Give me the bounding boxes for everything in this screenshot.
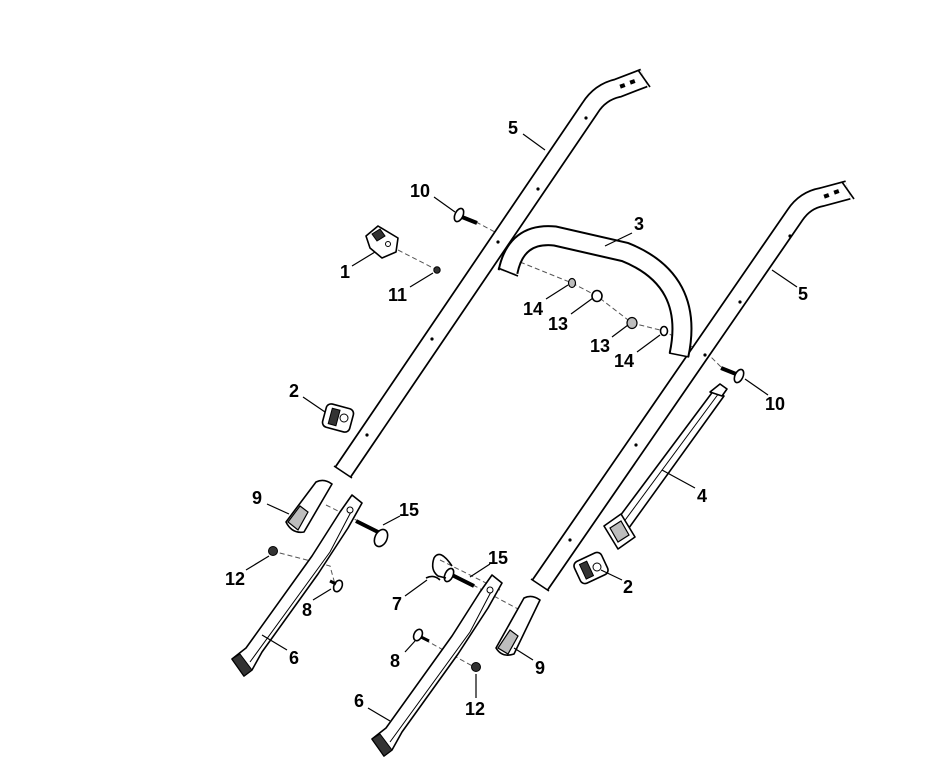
- bolt-left: [453, 207, 478, 225]
- sleeve-left: [285, 479, 333, 534]
- lower-handle-right: [371, 574, 503, 757]
- knob-left: [321, 403, 355, 433]
- washer-right: [659, 325, 669, 337]
- nut-left: [268, 546, 278, 556]
- rail: [603, 383, 728, 550]
- callout-rail: 4: [697, 486, 707, 506]
- crossbar: [497, 225, 693, 358]
- callout-screw-right: 8: [390, 651, 400, 671]
- carriage-bolt-left: [355, 519, 389, 548]
- callout-spacer-right: 13: [590, 336, 610, 356]
- clip: [425, 553, 453, 581]
- bracket: [365, 225, 399, 259]
- washer-left: [567, 277, 577, 289]
- callout-bolt-right: 10: [765, 394, 785, 414]
- sleeve-right: [495, 595, 541, 656]
- callout-sleeve-right: 9: [535, 658, 545, 678]
- spacer-left: [591, 289, 603, 303]
- callout-nut-right: 12: [465, 699, 485, 719]
- callout-spacer-left: 13: [548, 314, 568, 334]
- screw-right: [412, 628, 430, 643]
- callout-screw-left: 8: [302, 600, 312, 620]
- callout-upper-tube-left: 5: [508, 118, 518, 138]
- upper-tube-right: [530, 180, 855, 592]
- callout-washer-right: 14: [614, 351, 634, 371]
- callout-bolt-left: 10: [410, 181, 430, 201]
- callout-washer-left: 14: [523, 299, 543, 319]
- upper-tube-left: [333, 68, 651, 479]
- callout-knob-left: 2: [289, 381, 299, 401]
- screw: [433, 266, 441, 274]
- callout-upper-tube-right: 5: [798, 284, 808, 304]
- callout-screw: 11: [388, 285, 407, 305]
- callout-bracket: 1: [340, 262, 350, 282]
- callout-knob-right: 2: [623, 577, 633, 597]
- spacer-right: [626, 316, 638, 330]
- screw-left: [329, 579, 344, 593]
- callout-carriage-bolt-left: 15: [399, 500, 419, 520]
- lower-handle-left: [231, 494, 363, 677]
- callout-nut-left: 12: [225, 569, 245, 589]
- alignment-lines: [271, 221, 723, 669]
- carriage-bolt-right: [443, 567, 475, 588]
- callout-lower-handle-left: 6: [289, 648, 299, 668]
- bolt-right: [720, 366, 745, 384]
- callout-clip: 7: [392, 594, 402, 614]
- knob-right: [573, 551, 609, 585]
- callout-lower-handle-right: 6: [354, 691, 364, 711]
- callout-crossbar: 3: [634, 214, 644, 234]
- leader-lines: [245, 133, 798, 722]
- callouts: 5 10 3 1 11 5 2 14 13 13 14 10 4 9 15 12…: [225, 118, 808, 719]
- callout-sleeve-left: 9: [252, 488, 262, 508]
- callout-carriage-bolt-right: 15: [488, 548, 508, 568]
- nut-right: [471, 662, 481, 672]
